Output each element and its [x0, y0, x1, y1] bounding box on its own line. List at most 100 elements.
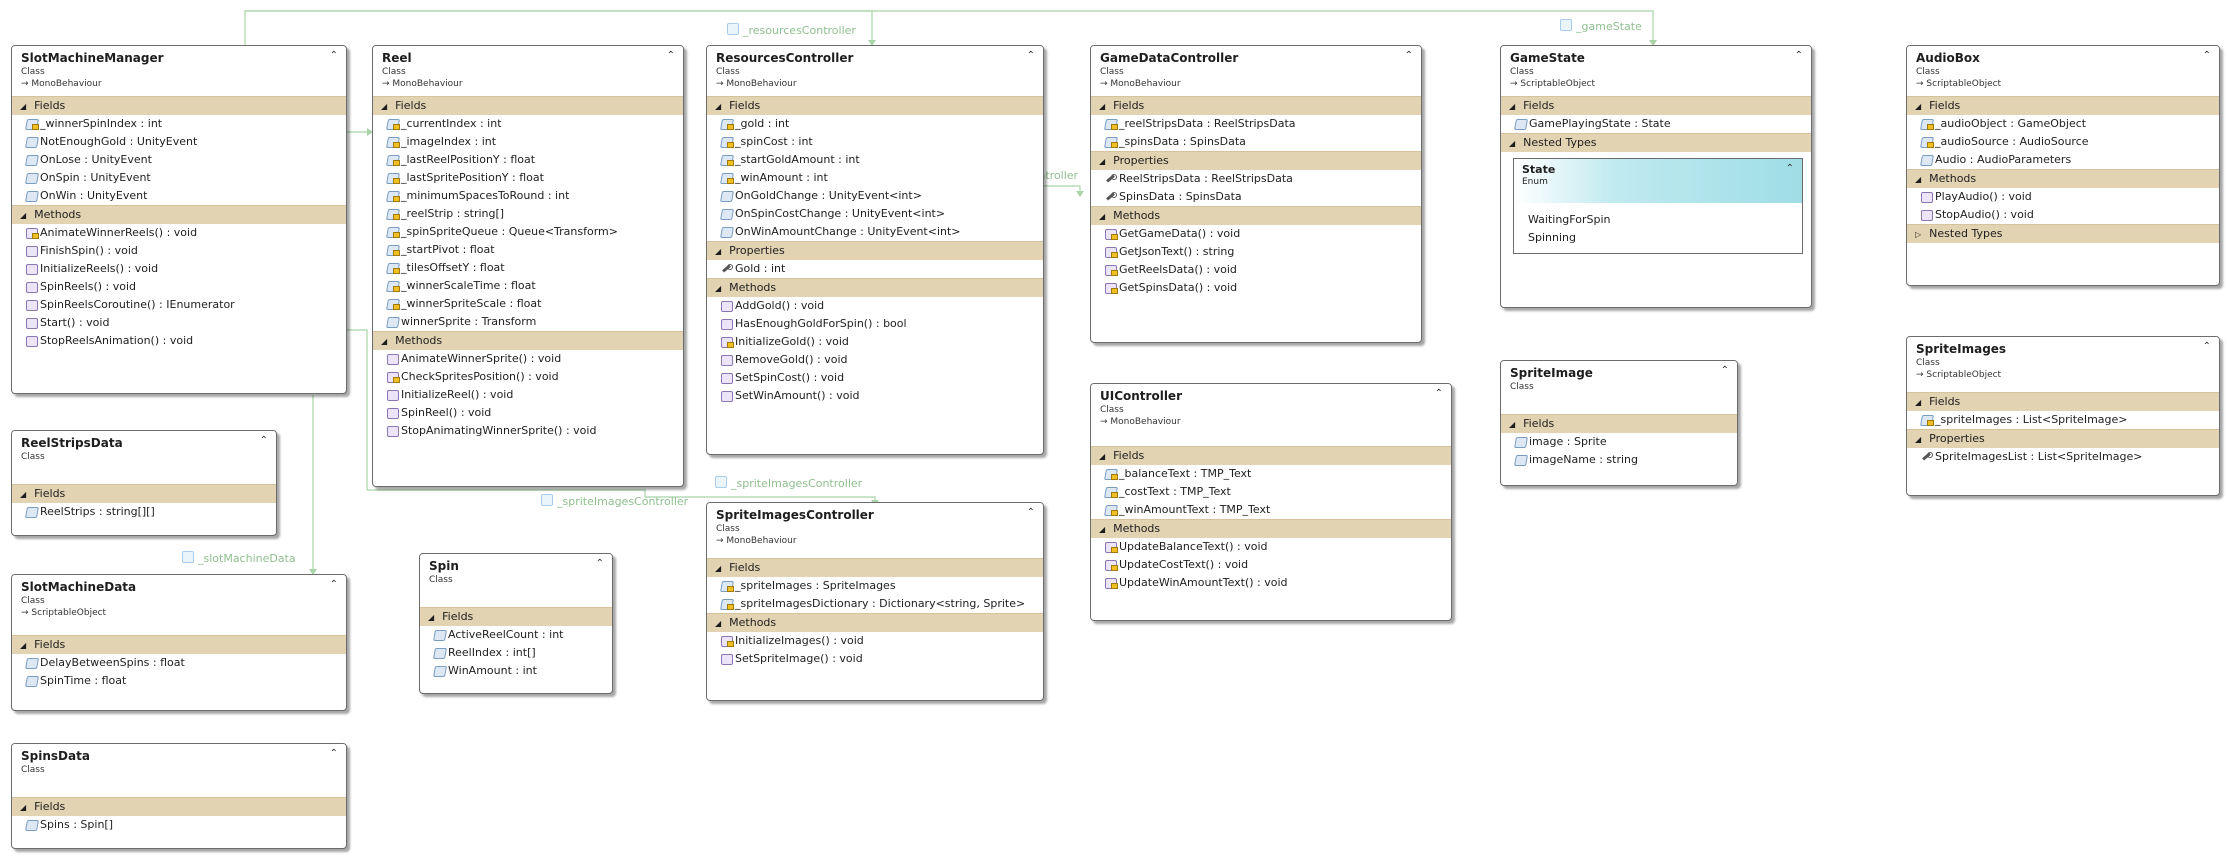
- class-box-audio-box[interactable]: AudioBox Class → ScriptableObject ⌃ ◢Fie…: [1906, 45, 2220, 286]
- field-item[interactable]: _lastReelPositionY : float: [373, 151, 683, 169]
- section-toggle-icon[interactable]: ◢: [20, 490, 27, 499]
- field-item[interactable]: ActiveReelCount : int: [420, 626, 612, 644]
- section-methods[interactable]: ◢Methods: [707, 278, 1043, 297]
- method-item[interactable]: FinishSpin() : void: [12, 242, 346, 260]
- method-item[interactable]: SpinReelsCoroutine() : IEnumerator: [12, 296, 346, 314]
- property-item[interactable]: SpriteImagesList : List<SpriteImage>: [1907, 448, 2219, 466]
- field-item[interactable]: DelayBetweenSpins : float: [12, 654, 346, 672]
- property-item[interactable]: Gold : int: [707, 260, 1043, 278]
- section-toggle-icon[interactable]: ◢: [715, 284, 722, 293]
- method-item[interactable]: StopAudio() : void: [1907, 206, 2219, 224]
- field-item[interactable]: OnWinAmountChange : UnityEvent<int>: [707, 223, 1043, 241]
- method-item[interactable]: Start() : void: [12, 314, 346, 332]
- section-fields[interactable]: ◢Fields: [12, 96, 346, 115]
- field-item[interactable]: image : Sprite: [1501, 433, 1737, 451]
- section-fields[interactable]: ◢Fields: [1091, 446, 1451, 465]
- collapse-icon[interactable]: ⌃: [666, 50, 675, 61]
- section-toggle-icon[interactable]: ◢: [20, 641, 27, 650]
- class-box-slot-machine-data[interactable]: SlotMachineData Class → ScriptableObject…: [11, 574, 347, 711]
- method-item[interactable]: SpinReel() : void: [373, 404, 683, 422]
- method-item[interactable]: PlayAudio() : void: [1907, 188, 2219, 206]
- field-item[interactable]: _audioSource : AudioSource: [1907, 133, 2219, 151]
- method-item[interactable]: GetReelsData() : void: [1091, 261, 1421, 279]
- section-fields[interactable]: ◢Fields: [373, 96, 683, 115]
- section-fields[interactable]: ◢Fields: [12, 797, 346, 816]
- section-toggle-icon[interactable]: ◢: [1915, 102, 1922, 111]
- field-item[interactable]: _winAmountText : TMP_Text: [1091, 501, 1451, 519]
- section-toggle-icon[interactable]: ◢: [1915, 398, 1922, 407]
- class-box-game-data-controller[interactable]: GameDataController Class → MonoBehaviour…: [1090, 45, 1422, 343]
- section-methods[interactable]: ◢Methods: [1907, 169, 2219, 188]
- method-item[interactable]: UpdateCostText() : void: [1091, 556, 1451, 574]
- field-item[interactable]: _spriteImages : List<SpriteImage>: [1907, 411, 2219, 429]
- collapse-icon[interactable]: ⌃: [1785, 163, 1794, 174]
- section-methods[interactable]: ◢Methods: [373, 331, 683, 350]
- class-box-game-state[interactable]: GameState Class → ScriptableObject ⌃ ◢Fi…: [1500, 45, 1812, 308]
- collapse-icon[interactable]: ⌃: [329, 579, 338, 590]
- section-methods[interactable]: ◢Methods: [1091, 206, 1421, 225]
- method-item[interactable]: GetGameData() : void: [1091, 225, 1421, 243]
- method-item[interactable]: RemoveGold() : void: [707, 351, 1043, 369]
- section-fields[interactable]: ◢Fields: [12, 635, 346, 654]
- section-toggle-icon[interactable]: ◢: [20, 803, 27, 812]
- field-item[interactable]: OnLose : UnityEvent: [12, 151, 346, 169]
- field-item[interactable]: GamePlayingState : State: [1501, 115, 1811, 133]
- method-item[interactable]: AnimateWinnerReels() : void: [12, 224, 346, 242]
- class-box-ui-controller[interactable]: UIController Class → MonoBehaviour ⌃ ◢Fi…: [1090, 383, 1452, 621]
- collapse-icon[interactable]: ⌃: [1434, 388, 1443, 399]
- field-item[interactable]: _winnerSpinIndex : int: [12, 115, 346, 133]
- field-item[interactable]: _spinCost : int: [707, 133, 1043, 151]
- section-methods[interactable]: ◢Methods: [12, 205, 346, 224]
- collapse-icon[interactable]: ⌃: [2202, 50, 2211, 61]
- method-item[interactable]: StopReelsAnimation() : void: [12, 332, 346, 350]
- section-toggle-icon[interactable]: ◢: [1509, 139, 1516, 148]
- field-item[interactable]: ReelStrips : string[][]: [12, 503, 276, 521]
- method-item[interactable]: UpdateBalanceText() : void: [1091, 538, 1451, 556]
- method-item[interactable]: InitializeReel() : void: [373, 386, 683, 404]
- field-item[interactable]: SpinTime : float: [12, 672, 346, 690]
- field-item[interactable]: _spriteImages : SpriteImages: [707, 577, 1043, 595]
- collapse-icon[interactable]: ⌃: [1720, 365, 1729, 376]
- field-item[interactable]: OnGoldChange : UnityEvent<int>: [707, 187, 1043, 205]
- field-item[interactable]: NotEnoughGold : UnityEvent: [12, 133, 346, 151]
- field-item[interactable]: Spins : Spin[]: [12, 816, 346, 834]
- field-item[interactable]: _spinsData : SpinsData: [1091, 133, 1421, 151]
- property-item[interactable]: ReelStripsData : ReelStripsData: [1091, 170, 1421, 188]
- method-item[interactable]: SetSpriteImage() : void: [707, 650, 1043, 668]
- section-toggle-icon[interactable]: ◢: [1509, 420, 1516, 429]
- section-toggle-icon[interactable]: ◢: [1509, 102, 1516, 111]
- method-item[interactable]: AnimateWinnerSprite() : void: [373, 350, 683, 368]
- method-item[interactable]: AddGold() : void: [707, 297, 1043, 315]
- section-toggle-icon[interactable]: ▷: [1915, 230, 1922, 239]
- section-toggle-icon[interactable]: ◢: [20, 211, 27, 220]
- section-fields[interactable]: ◢Fields: [1907, 392, 2219, 411]
- method-item[interactable]: GetJsonText() : string: [1091, 243, 1421, 261]
- collapse-icon[interactable]: ⌃: [1026, 507, 1035, 518]
- collapse-icon[interactable]: ⌃: [329, 50, 338, 61]
- field-item[interactable]: ReelIndex : int[]: [420, 644, 612, 662]
- class-box-spins-data[interactable]: SpinsData Class ⌃ ◢Fields Spins : Spin[]: [11, 743, 347, 849]
- class-box-slot-machine-manager[interactable]: SlotMachineManager Class → MonoBehaviour…: [11, 45, 347, 394]
- section-fields[interactable]: ◢Fields: [1907, 96, 2219, 115]
- section-toggle-icon[interactable]: ◢: [1099, 102, 1106, 111]
- method-item[interactable]: UpdateWinAmountText() : void: [1091, 574, 1451, 592]
- method-item[interactable]: InitializeGold() : void: [707, 333, 1043, 351]
- field-item[interactable]: _spinSpriteQueue : Queue<Transform>: [373, 223, 683, 241]
- section-fields[interactable]: ◢Fields: [12, 484, 276, 503]
- section-toggle-icon[interactable]: ◢: [715, 102, 722, 111]
- collapse-icon[interactable]: ⌃: [2202, 341, 2211, 352]
- class-box-sprite-images[interactable]: SpriteImages Class → ScriptableObject ⌃ …: [1906, 336, 2220, 496]
- section-toggle-icon[interactable]: ◢: [1099, 525, 1106, 534]
- section-toggle-icon[interactable]: ◢: [715, 619, 722, 628]
- section-toggle-icon[interactable]: ◢: [20, 102, 27, 111]
- class-box-resources-controller[interactable]: ResourcesController Class → MonoBehaviou…: [706, 45, 1044, 455]
- enum-box-state[interactable]: State Enum ⌃ WaitingForSpin Spinning: [1513, 158, 1803, 254]
- field-item[interactable]: _audioObject : GameObject: [1907, 115, 2219, 133]
- section-fields[interactable]: ◢Fields: [420, 607, 612, 626]
- field-item[interactable]: _startGoldAmount : int: [707, 151, 1043, 169]
- field-item[interactable]: OnWin : UnityEvent: [12, 187, 346, 205]
- field-item[interactable]: _costText : TMP_Text: [1091, 483, 1451, 501]
- field-item[interactable]: _lastSpritePositionY : float: [373, 169, 683, 187]
- section-toggle-icon[interactable]: ◢: [1099, 452, 1106, 461]
- field-item[interactable]: _reelStrip : string[]: [373, 205, 683, 223]
